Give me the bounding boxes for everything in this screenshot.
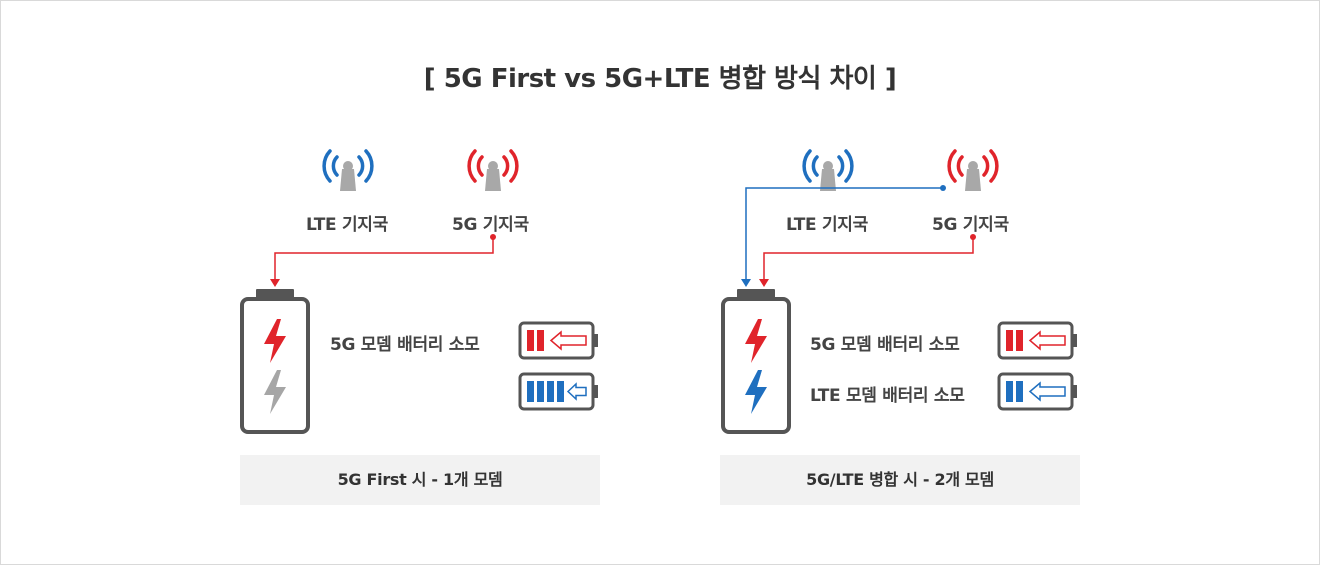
- right-caption: 5G/LTE 병합 시 - 2개 모뎀: [720, 455, 1080, 505]
- right-5g-charging-arrow-icon: [1028, 330, 1066, 351]
- right-5g-connector: [759, 234, 976, 287]
- left-phone-battery-icon: [240, 289, 310, 434]
- right-lte-connector: [741, 185, 946, 287]
- right-5g-antenna-icon: [947, 149, 999, 191]
- right-lte-battery-icon: [997, 372, 1077, 411]
- left-5g-modem-usage-label: 5G 모뎀 배터리 소모: [330, 335, 480, 355]
- left-lte-station-label: LTE 기지국: [306, 215, 388, 235]
- left-5g-antenna-icon: [467, 149, 519, 191]
- right-lte-modem-usage-label: LTE 모뎀 배터리 소모: [810, 386, 965, 406]
- left-caption: 5G First 시 - 1개 모뎀: [240, 455, 600, 505]
- left-5g-station-label: 5G 기지국: [452, 215, 529, 235]
- right-lte-charging-arrow-icon: [1028, 381, 1066, 402]
- left-lte-antenna-icon: [322, 149, 374, 191]
- left-5g-charging-arrow-icon: [549, 330, 587, 351]
- right-lte-station-label: LTE 기지국: [786, 215, 868, 235]
- right-phone-battery-icon: [721, 289, 791, 434]
- diagram-title: [ 5G First vs 5G+LTE 병합 방식 차이 ]: [423, 64, 897, 94]
- left-lte-charging-arrow-icon: [566, 382, 587, 401]
- left-5g-battery-icon: [518, 321, 598, 360]
- left-lte-battery-icon: [518, 372, 598, 411]
- right-lte-antenna-icon: [802, 149, 854, 191]
- right-5g-battery-icon: [997, 321, 1077, 360]
- left-5g-connector: [270, 234, 496, 287]
- right-5g-modem-usage-label: 5G 모뎀 배터리 소모: [810, 335, 960, 355]
- right-5g-station-label: 5G 기지국: [932, 215, 1009, 235]
